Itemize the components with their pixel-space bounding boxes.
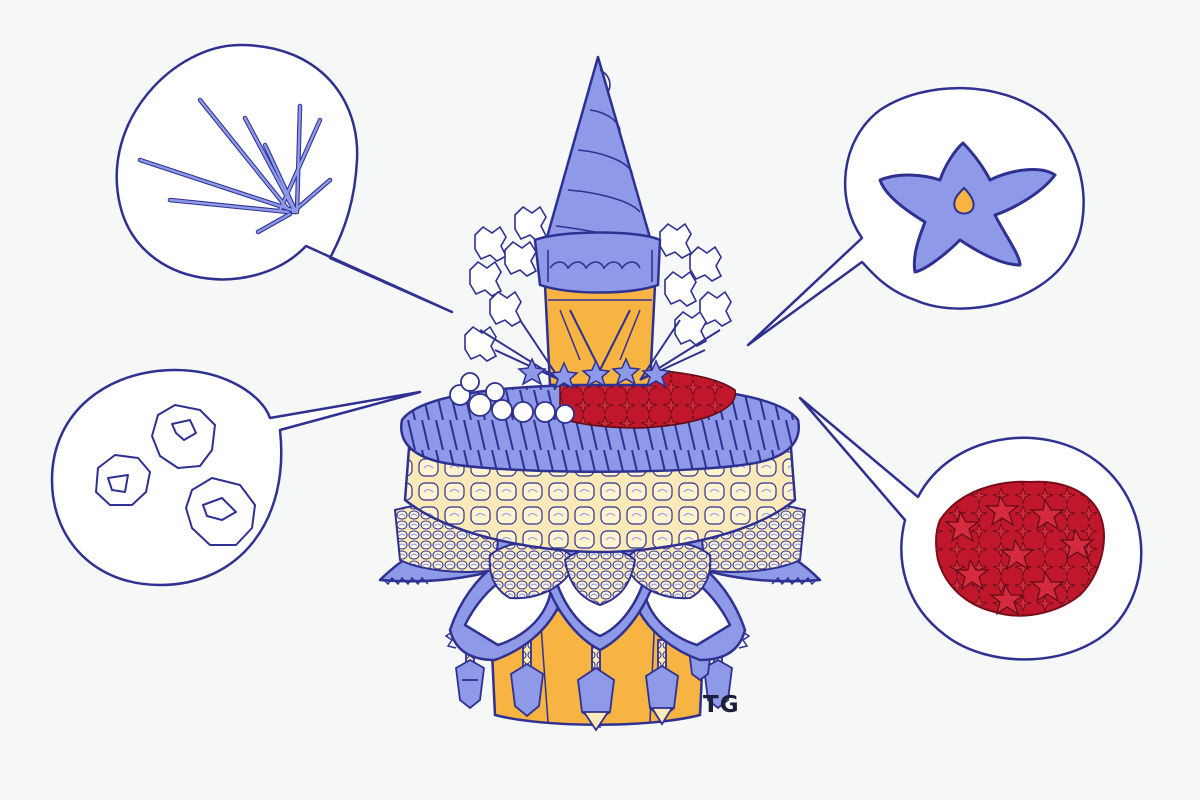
garland-tassels [455,609,733,732]
offering-arrangement [378,55,822,732]
white-flower-cluster [464,205,733,362]
red-flower-cluster-icon [934,480,1105,617]
callout-white-petals [50,368,422,587]
grass-blades-fill [138,98,332,234]
white-petals-icon [95,404,256,546]
blue-star-flowers [517,357,671,390]
artist-signature: TG [703,692,740,718]
blue-star-flower-icon [878,141,1057,274]
leaf-serrations [381,576,819,649]
callout-grass [115,43,454,314]
white-flower-ring [449,372,575,424]
